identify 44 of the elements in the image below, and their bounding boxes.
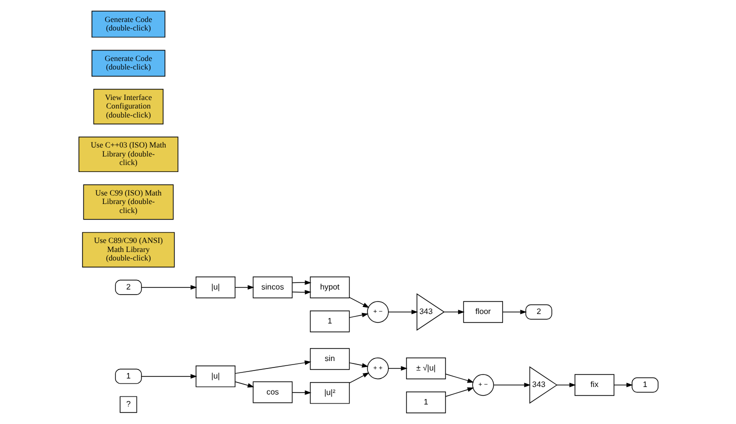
node-box: 1 [406,392,446,414]
node-box: 1 [114,368,142,384]
node-box: sincos [252,276,292,298]
node-box: |u| [195,365,235,388]
arrow [388,366,407,371]
arrow [291,290,311,294]
node-box: floor [462,301,502,323]
node-box: hypot [309,276,350,298]
node-box: Use C++03 (ISO) Math Library (double-click) [78,136,178,172]
node-box: cos [252,381,292,404]
node-box: Use C89/C90 (ANSI) Math Library (double-click) [82,232,174,268]
arrow [348,372,369,384]
arrow [348,312,368,318]
arrow [444,387,474,397]
arrow [502,310,526,314]
node-box: Generate Code (double-click) [91,50,165,77]
arrow [234,381,254,388]
node-box: ± √|u| [406,358,446,380]
node-box: sin [309,348,350,370]
node-box: |u|² [309,382,350,404]
arrow [234,360,311,374]
node-box: |u| [195,276,235,298]
arrow [291,390,311,395]
node-box: 2 [524,304,552,320]
arrow [556,382,576,388]
arrow [492,382,530,388]
node-box: 1 [631,377,658,393]
node-box: Generate Code (double-click) [91,10,165,38]
node-box: 1 [309,310,350,332]
node-box: fix [574,374,614,396]
node-box: ? [119,396,137,413]
arrow [348,362,368,368]
arrow [613,382,632,388]
arrow [443,310,464,314]
arrow [291,280,311,285]
arrow [388,310,418,314]
arrow [444,374,474,383]
arrow [140,285,197,290]
node-box: 2 [114,280,142,295]
arrow [348,297,369,308]
node-box: Use C99 (ISO) Math Library (double-click) [82,184,174,220]
arrow [234,285,254,290]
node-box: View Interface Configuration (double-click) [92,88,163,124]
arrow [140,374,197,379]
